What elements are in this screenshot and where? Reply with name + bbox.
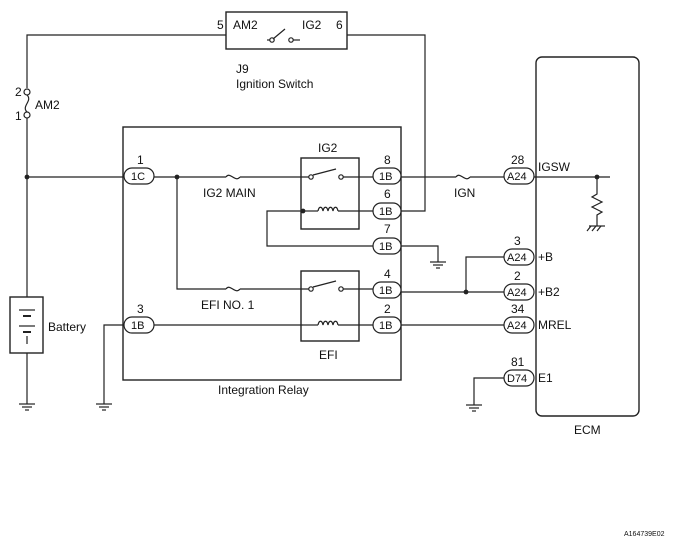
fuse-efi-no1: EFI NO. 1 bbox=[201, 286, 255, 312]
battery-box bbox=[9, 296, 44, 354]
relay-efi: EFI bbox=[300, 270, 373, 362]
connector-ecm-b bbox=[503, 248, 535, 266]
ignition-switch-box bbox=[225, 11, 348, 50]
ignition-switch-label-am2: AM2 bbox=[233, 18, 258, 32]
ecm-mrel-signal: MREL bbox=[538, 318, 572, 332]
ignition-switch-label-ig2: IG2 bbox=[302, 18, 322, 32]
relay-ig2: IG2 bbox=[300, 141, 373, 230]
pin-4-number: 4 bbox=[384, 267, 391, 281]
ecm-e1-signal: E1 bbox=[538, 371, 553, 385]
ecm-b2-pin: 2 bbox=[514, 269, 521, 283]
ground-icon bbox=[96, 403, 112, 411]
fuse-efi-no1-label: EFI NO. 1 bbox=[201, 298, 255, 312]
ignition-switch: 5 AM2 IG2 6 J9 Ignition Switch bbox=[217, 11, 348, 91]
chassis-ground-icon bbox=[586, 225, 605, 232]
ecm-igsw-conn: A24 bbox=[507, 171, 527, 183]
ecm-box bbox=[535, 56, 640, 417]
junction-dot bbox=[300, 208, 306, 214]
ecm-e1-conn: D74 bbox=[507, 373, 527, 385]
ground-icon bbox=[19, 403, 35, 411]
wire-am2-to-switch bbox=[26, 34, 226, 88]
fuse-am2-pin-top: 2 bbox=[15, 85, 22, 99]
ecm-b2-signal: +B2 bbox=[538, 285, 560, 299]
ecm-label: ECM bbox=[574, 423, 601, 437]
connector-ecm-igsw bbox=[503, 167, 535, 185]
ecm-e1-pin: 81 bbox=[511, 355, 525, 369]
connector-1c bbox=[123, 167, 155, 185]
fuse-ign-label: IGN bbox=[454, 186, 475, 200]
fuse-am2-label: AM2 bbox=[35, 98, 60, 112]
ignition-switch-name: Ignition Switch bbox=[236, 77, 313, 91]
figure-id: A164739E02 bbox=[624, 531, 665, 538]
battery-label: Battery bbox=[48, 320, 86, 334]
connector-4 bbox=[372, 281, 402, 299]
connector-6 bbox=[372, 202, 402, 220]
connector-ecm-mrel bbox=[503, 316, 535, 334]
ignition-switch-pin-left: 5 bbox=[217, 18, 224, 32]
pin-2-number: 2 bbox=[384, 302, 391, 316]
relay-ig2-label: IG2 bbox=[318, 141, 338, 155]
connector-2-label: 1B bbox=[379, 320, 392, 332]
fuse-am2: 2 1 AM2 bbox=[15, 85, 60, 123]
relay-efi-box bbox=[300, 270, 360, 342]
pin-6-number: 6 bbox=[384, 187, 391, 201]
ecm-b-conn: A24 bbox=[507, 252, 527, 264]
resistor-icon bbox=[590, 177, 604, 226]
ecm-mrel-pin: 34 bbox=[511, 302, 525, 316]
connector-1c-label: 1C bbox=[131, 171, 145, 183]
connector-8 bbox=[372, 167, 402, 185]
coil-icon bbox=[317, 320, 339, 326]
pin-8-number: 8 bbox=[384, 153, 391, 167]
ecm-mrel-conn: A24 bbox=[507, 320, 527, 332]
ignition-switch-ref: J9 bbox=[236, 62, 249, 76]
pin-1c-number: 1 bbox=[137, 153, 144, 167]
connector-8-label: 1B bbox=[379, 171, 392, 183]
connector-6-label: 1B bbox=[379, 206, 392, 218]
connector-3-label: 1B bbox=[131, 320, 144, 332]
pin-7-number: 7 bbox=[384, 222, 391, 236]
relay-ig2-box bbox=[300, 157, 360, 230]
ground-icon bbox=[466, 404, 482, 412]
connector-ecm-b2 bbox=[503, 283, 535, 301]
fuse-ign: IGN bbox=[454, 174, 475, 200]
ecm-igsw-signal: IGSW bbox=[538, 160, 571, 174]
ignition-switch-pin-right: 6 bbox=[336, 18, 343, 32]
ecm-igsw-pin: 28 bbox=[511, 153, 525, 167]
connector-4-label: 1B bbox=[379, 285, 392, 297]
connector-7-label: 1B bbox=[379, 241, 392, 253]
integration-relay-box bbox=[122, 126, 402, 381]
relay-efi-label: EFI bbox=[319, 348, 338, 362]
wire-switch-ig2-to-relay bbox=[347, 34, 426, 212]
ecm-b2-conn: A24 bbox=[507, 287, 527, 299]
ecm-b-pin: 3 bbox=[514, 234, 521, 248]
coil-icon bbox=[317, 206, 339, 212]
ground-icon bbox=[430, 261, 446, 269]
pin-3-number: 3 bbox=[137, 302, 144, 316]
integration-relay-label: Integration Relay bbox=[218, 383, 309, 397]
ecm-b-signal: +B bbox=[538, 250, 553, 264]
battery: Battery bbox=[9, 296, 86, 354]
fuse-ig2-main-label: IG2 MAIN bbox=[203, 186, 256, 200]
fuse-ig2-main: IG2 MAIN bbox=[203, 174, 256, 200]
fuse-am2-pin-bottom: 1 bbox=[15, 109, 22, 123]
